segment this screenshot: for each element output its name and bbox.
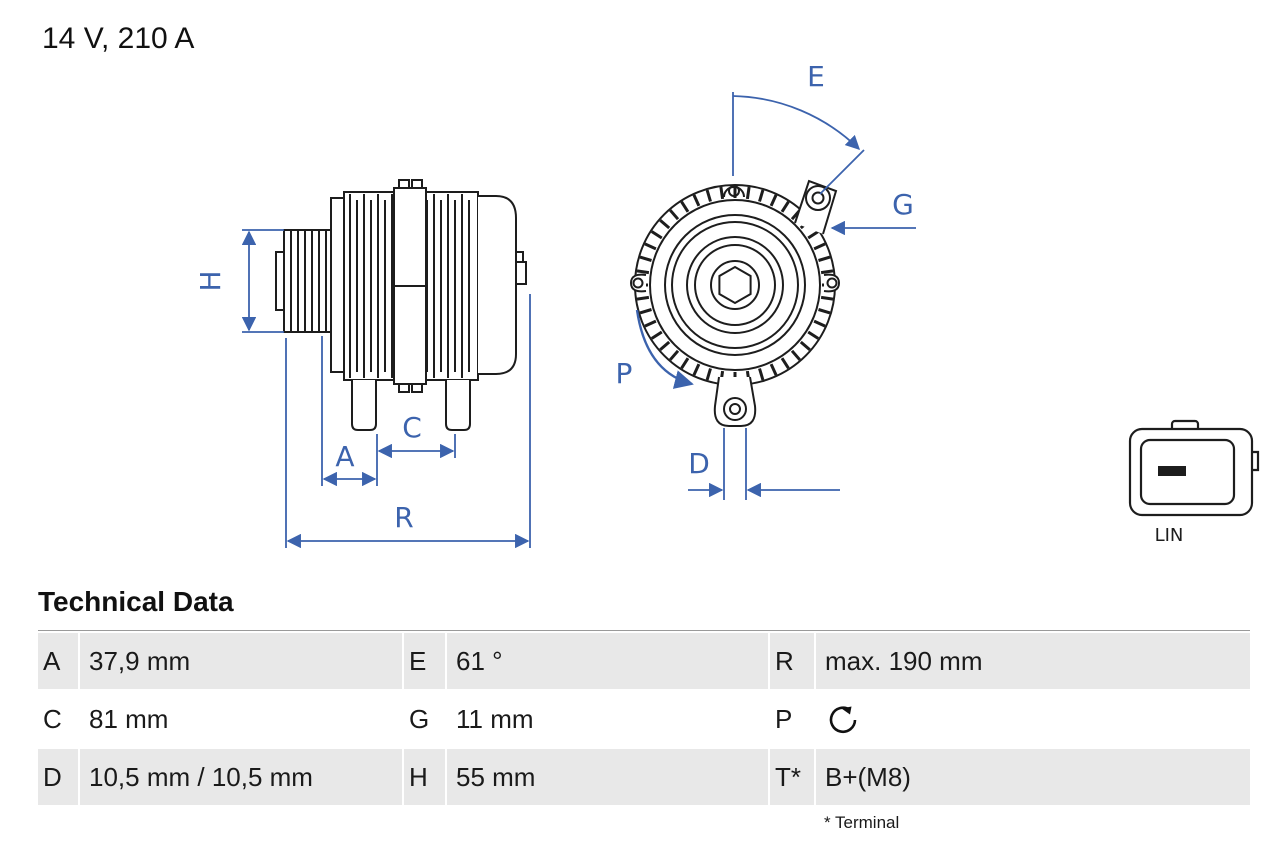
terminal-footnote: * Terminal bbox=[824, 813, 900, 832]
table-row: D 10,5 mm / 10,5 mm H 55 mm T* B+(M8) bbox=[38, 747, 1250, 805]
top-tab bbox=[723, 185, 745, 198]
dimension-e bbox=[732, 92, 865, 195]
table-cell-value: B+(M8) bbox=[816, 749, 1250, 805]
table-cell-key: A bbox=[38, 633, 80, 689]
dimension-c bbox=[377, 434, 456, 459]
dimension-labels: H A C R E G P D bbox=[194, 60, 914, 534]
terminal-stub bbox=[515, 251, 527, 285]
dimension-d bbox=[688, 428, 840, 500]
label-h: H bbox=[194, 270, 227, 291]
label-d: D bbox=[688, 447, 710, 480]
rotation-direction-arrow bbox=[635, 309, 694, 389]
table-cell-key: P bbox=[770, 691, 816, 747]
alternator-front-view bbox=[629, 179, 841, 427]
dimension-a bbox=[321, 336, 378, 487]
table-cell-value: 10,5 mm / 10,5 mm bbox=[80, 749, 404, 805]
table-cell-key: E bbox=[404, 633, 447, 689]
label-c: C bbox=[402, 411, 422, 444]
dimension-h bbox=[241, 229, 284, 333]
pulley bbox=[283, 229, 332, 333]
table-cell-key: T* bbox=[770, 749, 816, 805]
connector-pin-bar bbox=[1158, 466, 1186, 476]
table-row: A 37,9 mm E 61 ° R max. 190 mm bbox=[38, 631, 1250, 689]
label-r: R bbox=[394, 501, 413, 534]
connector-label: LIN bbox=[1155, 525, 1184, 546]
right-ear bbox=[823, 273, 841, 293]
table-cell-value: 81 mm bbox=[80, 691, 404, 747]
alternator-side-view bbox=[275, 179, 527, 431]
table-cell-value bbox=[816, 691, 1250, 747]
table-cell-key: D bbox=[38, 749, 80, 805]
front-bracket bbox=[330, 197, 345, 373]
table-cell-key: G bbox=[404, 691, 447, 747]
mounting-arm bbox=[794, 179, 838, 235]
bottom-lug bbox=[713, 376, 757, 427]
table-cell-key: H bbox=[404, 749, 447, 805]
left-ear bbox=[629, 273, 647, 293]
table-cell-key: R bbox=[770, 633, 816, 689]
rear-cover bbox=[478, 195, 517, 375]
hex-nut bbox=[718, 265, 752, 305]
lin-connector-diagram bbox=[1128, 419, 1260, 517]
dimension-r bbox=[285, 294, 531, 549]
technical-data-section: Technical Data A 37,9 mm E 61 ° R max. 1… bbox=[38, 586, 1250, 833]
table-cell-key: C bbox=[38, 691, 80, 747]
label-a: A bbox=[335, 440, 354, 473]
mounting-foot-left bbox=[351, 380, 377, 431]
label-g: G bbox=[892, 188, 914, 221]
table-cell-value: 37,9 mm bbox=[80, 633, 404, 689]
table-row: C 81 mm G 11 mm P bbox=[38, 689, 1250, 747]
technical-data-title: Technical Data bbox=[38, 586, 234, 617]
table-cell-value: max. 190 mm bbox=[816, 633, 1250, 689]
label-e: E bbox=[807, 60, 825, 93]
label-p: P bbox=[616, 357, 633, 390]
table-cell-value: 55 mm bbox=[447, 749, 770, 805]
table-cell-value: 11 mm bbox=[447, 691, 770, 747]
technical-data-table: A 37,9 mm E 61 ° R max. 190 mm C 81 mm G… bbox=[38, 630, 1250, 805]
rotation-direction-icon bbox=[829, 706, 857, 734]
table-cell-value: 61 ° bbox=[447, 633, 770, 689]
center-bolt-strip bbox=[393, 179, 427, 393]
mounting-foot-right bbox=[445, 380, 471, 431]
product-title: 14 V, 210 A bbox=[42, 22, 195, 55]
technical-drawing: H A C R E G P D LIN bbox=[194, 60, 1260, 549]
shaft-hub bbox=[275, 251, 285, 311]
dimension-annotations bbox=[241, 92, 916, 549]
